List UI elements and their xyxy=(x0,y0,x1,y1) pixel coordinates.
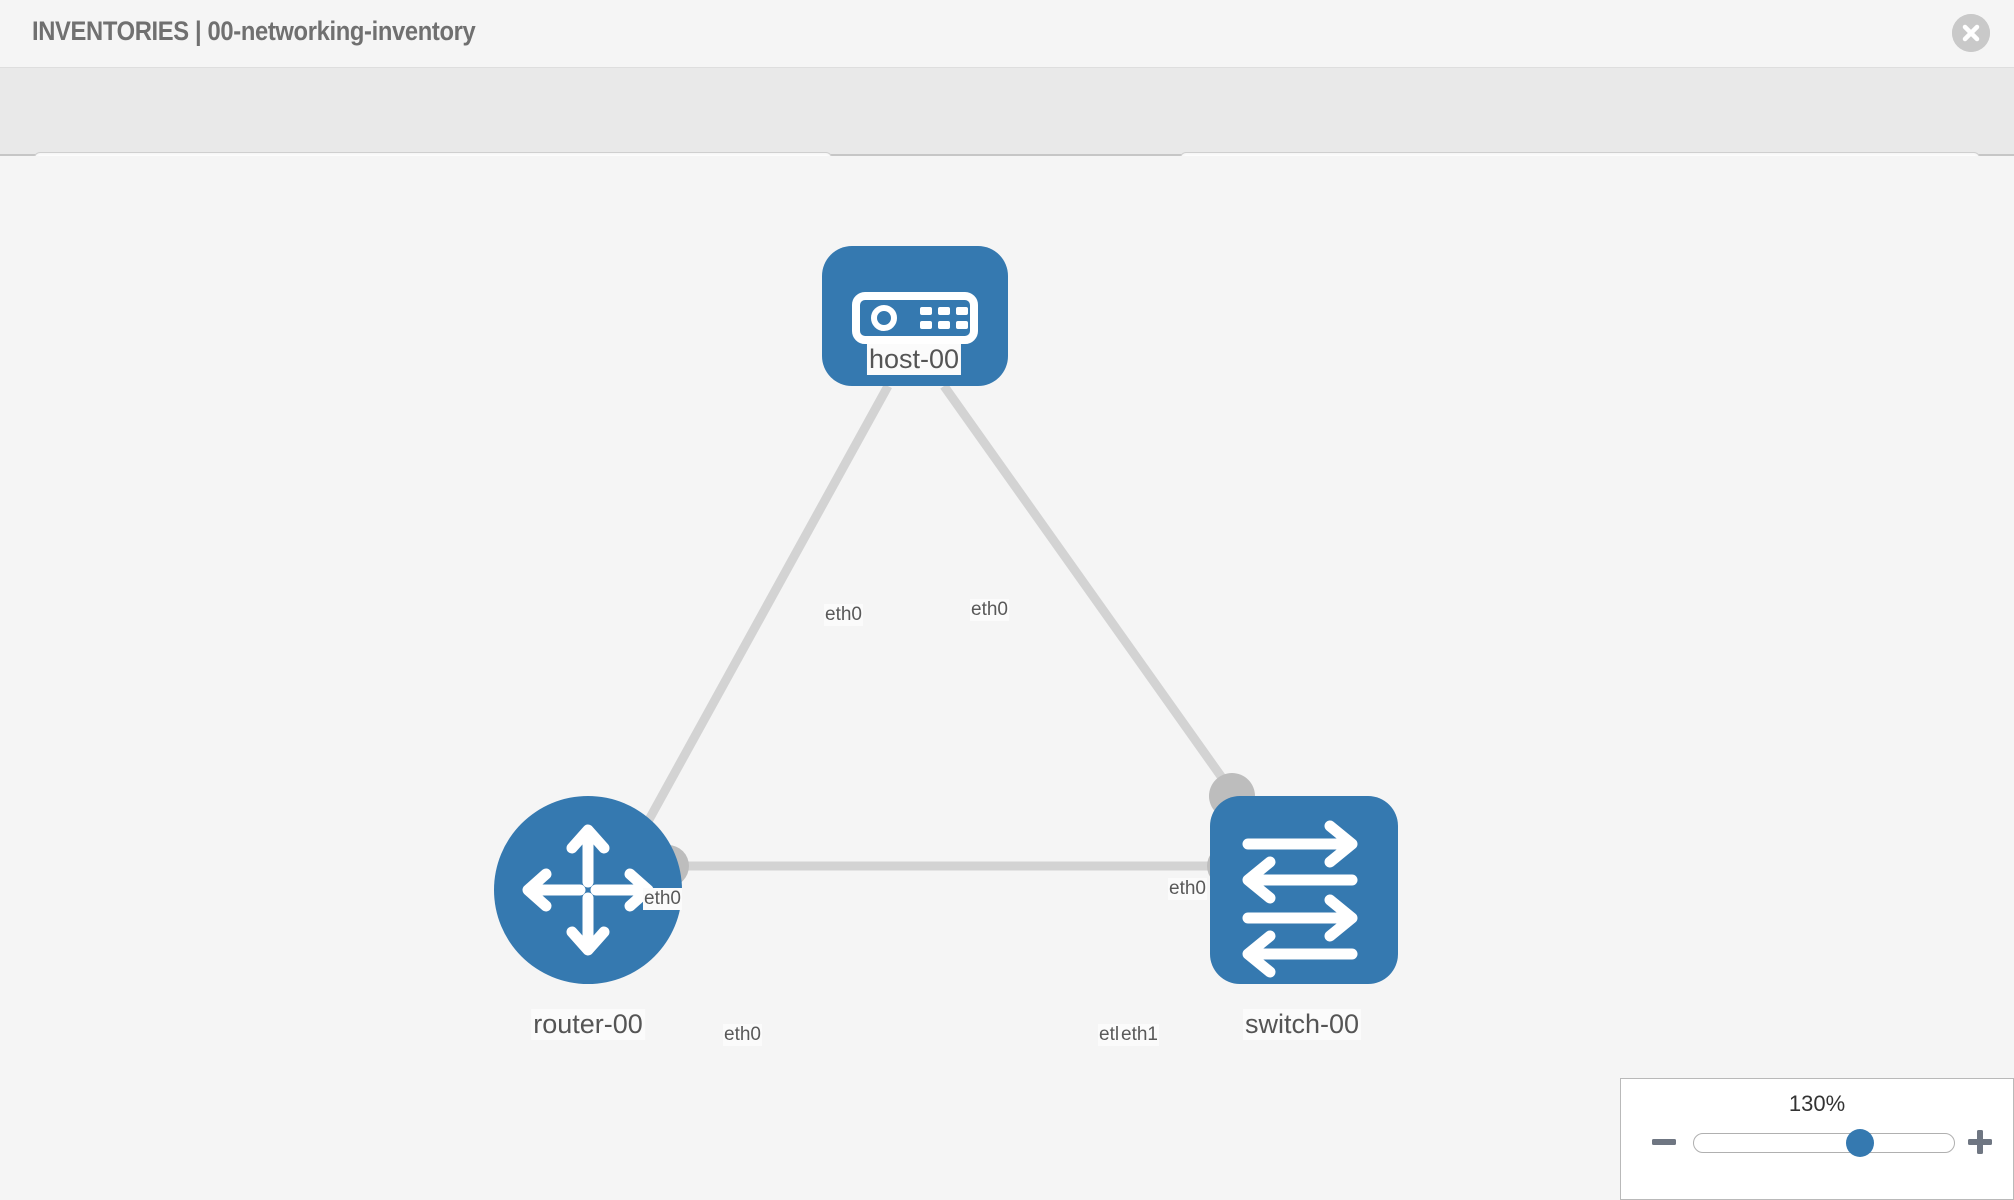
zoom-control-panel: 130% xyxy=(1620,1078,2014,1200)
node-switch-00[interactable] xyxy=(1210,796,1398,984)
link-host-switch[interactable] xyxy=(940,383,1239,799)
zoom-out-button[interactable] xyxy=(1649,1127,1679,1157)
toolbar: ACTIONS SEARCH xyxy=(0,68,2014,208)
zoom-in-button[interactable] xyxy=(1965,1127,1995,1157)
node-label-host-00: host-00 xyxy=(866,344,962,375)
server-icon xyxy=(852,292,978,344)
link-host-router[interactable] xyxy=(636,383,892,839)
iface-label: eth0 xyxy=(1168,878,1207,900)
router-arrows-icon xyxy=(522,824,654,956)
page-header: INVENTORIES | 00-networking-inventory xyxy=(0,0,2014,68)
topology-canvas[interactable]: host-00 router-00 switch-00 eth0 eth0 et… xyxy=(0,156,2014,1200)
page-title: INVENTORIES | 00-networking-inventory xyxy=(32,16,476,46)
zoom-slider-handle[interactable] xyxy=(1846,1129,1874,1157)
iface-label: eth0 xyxy=(824,604,863,626)
plus-icon xyxy=(1968,1130,1992,1154)
node-label-switch-00: switch-00 xyxy=(1242,1009,1362,1040)
iface-label: eth1 xyxy=(1120,1024,1159,1046)
close-circle-icon xyxy=(1952,14,1990,52)
node-label-router-00: router-00 xyxy=(531,1009,645,1040)
iface-label: eth0 xyxy=(723,1024,762,1046)
iface-label: eth0 xyxy=(970,599,1009,621)
close-icon[interactable] xyxy=(1952,14,1990,52)
topology-graph xyxy=(494,246,1398,984)
iface-label: eth0 xyxy=(643,888,682,910)
switch-arrows-icon xyxy=(1242,820,1358,978)
zoom-slider-track[interactable] xyxy=(1693,1133,1955,1153)
zoom-level-value: 130% xyxy=(1788,1091,1846,1116)
node-router-00[interactable] xyxy=(494,796,682,984)
minus-icon xyxy=(1652,1139,1676,1145)
iface-label: etl xyxy=(1098,1024,1121,1046)
